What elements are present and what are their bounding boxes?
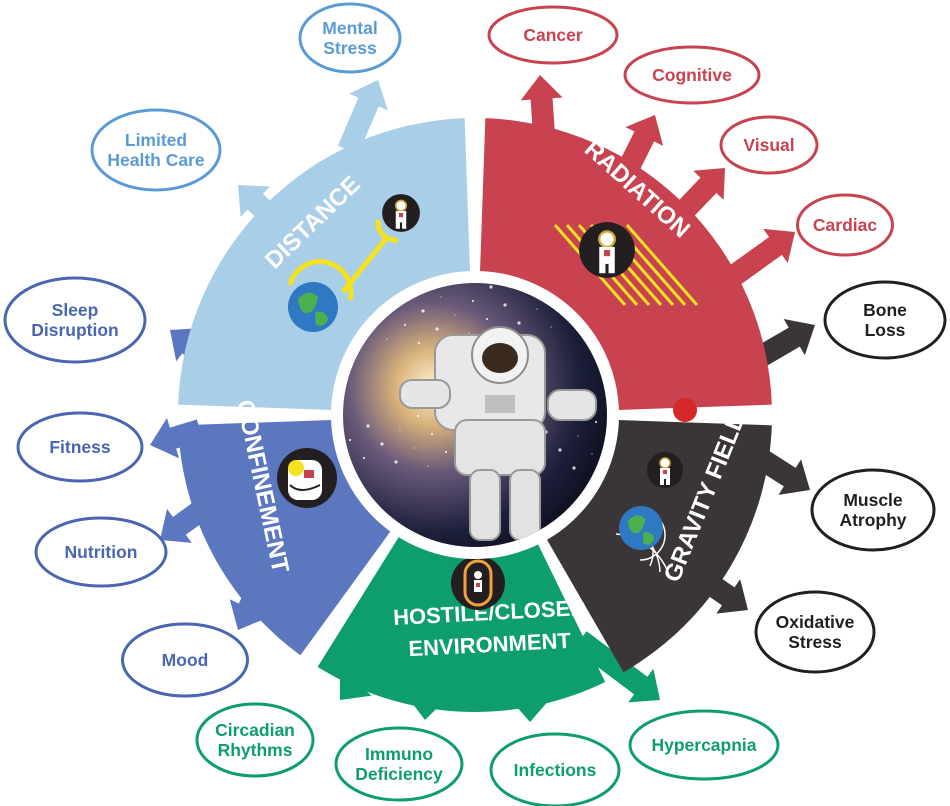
tether-icon (341, 234, 390, 294)
tether-icon (287, 259, 354, 301)
outcome-oval (823, 280, 947, 360)
outcome-label: Circadian (215, 720, 295, 740)
outcome-oval (3, 276, 147, 364)
wedge-hostile (317, 533, 606, 713)
outcome-label: Bone (863, 300, 907, 320)
outcome-label: Loss (865, 320, 906, 340)
outcome-label: Sleep (52, 300, 99, 320)
outcome-radiation-2: Visual (719, 115, 819, 175)
outcome-oval (754, 590, 876, 674)
outcome-label: Mental (322, 18, 377, 38)
outcome-oval (195, 702, 315, 778)
outcome-confinement-1: Fitness (16, 411, 144, 483)
astronaut-icon (382, 194, 420, 232)
outcome-label: Cardiac (813, 215, 877, 235)
outcome-label: Stress (323, 38, 377, 58)
planet-icon (673, 398, 697, 422)
outcome-label: Infections (514, 760, 597, 780)
outcome-oval (719, 115, 819, 175)
outcome-label: Deficiency (355, 764, 443, 784)
outcome-oval (16, 411, 144, 483)
astronaut-spacewalk-photo (343, 283, 607, 547)
outcome-oval (623, 45, 761, 105)
tether-icon (375, 219, 399, 243)
outcome-hostile-3: Hypercapnia (628, 709, 780, 781)
astronaut-icon (647, 452, 683, 488)
outcome-oval (90, 108, 222, 192)
outcome-confinement-3: Mood (121, 622, 249, 698)
outcome-hostile-2: Infections (489, 732, 621, 806)
outcome-label: Limited (125, 130, 187, 150)
outcome-label: Atrophy (839, 510, 906, 530)
outcome-label: Muscle (843, 490, 903, 510)
outcome-label: Nutrition (65, 542, 138, 562)
outcome-label: Rhythms (218, 740, 293, 760)
outcome-oval (34, 516, 168, 588)
outcome-oval (796, 193, 894, 257)
outcome-label: Oxidative (776, 612, 855, 632)
earth-icon (619, 506, 663, 550)
outcome-label: Cognitive (652, 65, 732, 85)
capsule-icon (451, 556, 505, 610)
center-border (331, 271, 619, 559)
arrow-distance-0 (337, 80, 388, 155)
outcome-oval (487, 5, 619, 65)
outcome-label: Health Care (107, 150, 205, 170)
outcome-radiation-3: Cardiac (796, 193, 894, 257)
outcome-label: Visual (743, 135, 794, 155)
outcome-confinement-2: Nutrition (34, 516, 168, 588)
outcome-label: Disruption (31, 320, 119, 340)
earth-icon (288, 282, 338, 332)
outcome-radiation-1: Cognitive (623, 45, 761, 105)
outcome-label: Immuno (365, 744, 433, 764)
arrow-radiation-3 (728, 228, 795, 284)
cramped-astronaut-icon (277, 448, 337, 508)
outcome-oval (298, 2, 402, 74)
hazard-icons (277, 194, 699, 610)
outcome-label: Stress (788, 632, 842, 652)
outcome-label: Fitness (49, 437, 111, 457)
outcome-label: Cancer (523, 25, 583, 45)
outcome-oval (810, 468, 936, 552)
outcome-oval (489, 732, 621, 806)
outcome-oval (334, 726, 464, 802)
arrow-hostile-3 (573, 631, 660, 703)
outcome-label: Mood (162, 650, 209, 670)
astronaut-icon (579, 222, 635, 278)
center-photo (331, 271, 619, 559)
outcome-oval (628, 709, 780, 781)
outcome-oval (121, 622, 249, 698)
wedge-confinement (178, 419, 393, 656)
outcome-label: Hypercapnia (651, 735, 756, 755)
outcome-radiation-0: Cancer (487, 5, 619, 65)
